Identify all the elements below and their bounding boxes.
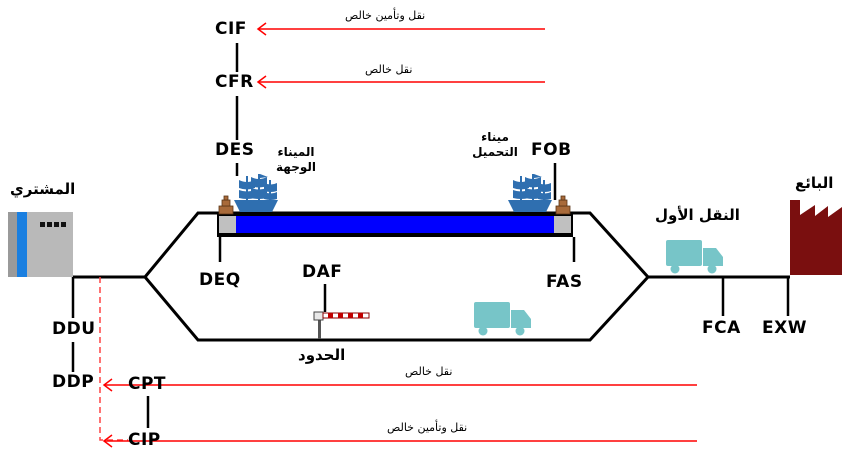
- term-cif: CIF: [215, 19, 247, 39]
- arrow-label-cip: نقل وتأمين خالص: [387, 421, 468, 434]
- arrows: [102, 22, 697, 448]
- term-fob: FOB: [531, 140, 572, 160]
- term-daf: DAF: [302, 262, 343, 282]
- sea-route-top: [143, 211, 570, 278]
- border-label: الحدود: [298, 346, 346, 364]
- term-des: DES: [215, 140, 255, 160]
- term-cip: CIP: [128, 430, 161, 450]
- ship-icon: [234, 174, 278, 212]
- quay-right: [554, 216, 571, 233]
- bollard-icon: [218, 195, 234, 215]
- ship-icon: [508, 174, 552, 212]
- factory-icon: [790, 200, 842, 275]
- sea-water: [236, 216, 554, 233]
- building-icon: [8, 212, 73, 277]
- arrow-label-cfr: نقل خالص: [365, 63, 413, 76]
- term-fca: FCA: [702, 318, 741, 338]
- truck-icon: [474, 302, 531, 336]
- route-lines: [72, 211, 790, 342]
- barrier-icon: [313, 311, 370, 339]
- term-fas: FAS: [546, 272, 583, 292]
- sea-channel: [217, 214, 573, 237]
- arrow-label-cpt: نقل خالص: [405, 365, 453, 378]
- dashed-connector: [99, 277, 128, 441]
- buyer-label: المشتري: [10, 180, 76, 198]
- truck-icon: [666, 240, 723, 274]
- destination-port-label: الميناء الوجهة: [276, 145, 316, 174]
- quay-left: [219, 216, 236, 233]
- land-route: [143, 275, 650, 342]
- first-carriage-label: النقل الأول: [655, 206, 740, 224]
- bollard-icon: [555, 195, 571, 215]
- term-ddp: DDP: [52, 372, 95, 392]
- term-deq: DEQ: [199, 270, 241, 290]
- term-ddu: DDU: [52, 319, 96, 339]
- term-cfr: CFR: [215, 72, 254, 92]
- arrow-label-cif: نقل وتأمين خالص: [345, 9, 426, 22]
- term-cpt: CPT: [128, 374, 167, 394]
- term-exw: EXW: [762, 318, 807, 338]
- sea-route-right: [570, 211, 650, 279]
- seller-label: البائع: [795, 174, 834, 192]
- connectors: [71, 43, 790, 428]
- loading-port-label: ميناء التحميل: [472, 130, 518, 159]
